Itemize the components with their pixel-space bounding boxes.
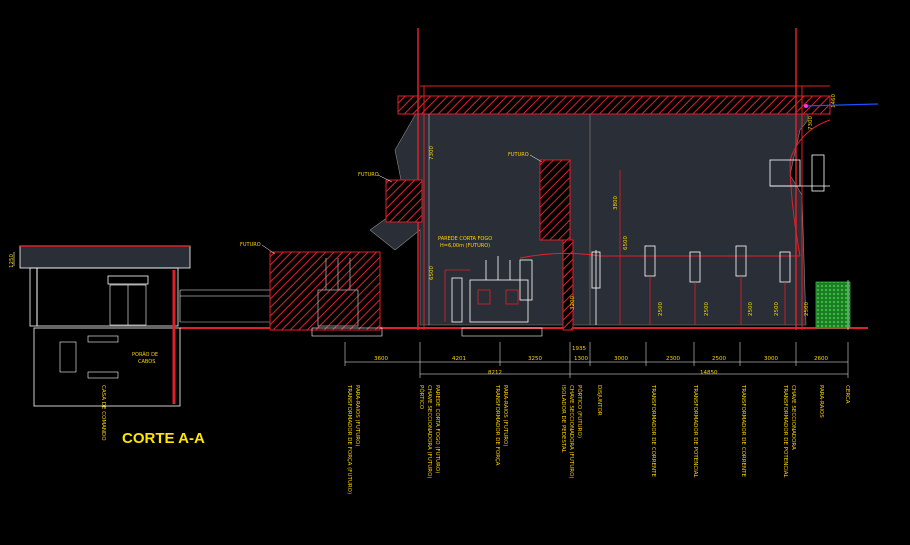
equipment-label: CERCA: [844, 385, 850, 404]
equipment-label: TRANSFORMADOR DE POTENCIAL: [692, 384, 698, 479]
futuro-leader-1: [261, 244, 276, 255]
dim-3600: 3600: [374, 356, 388, 362]
futuro-leader-2: [377, 174, 393, 183]
dimension-lines: [344, 342, 849, 378]
future-switch-center: [539, 159, 571, 241]
dim-4201: 4201: [452, 356, 466, 362]
equipment-label: TRANSFORMADOR DE POTENCIAL: [782, 384, 788, 479]
incoming-line: [803, 103, 879, 107]
dim-2500-c: 2500: [748, 302, 754, 316]
foundation-left: [311, 327, 383, 337]
equipment-label: CASA DE COMANDO: [100, 385, 106, 441]
dim-2500: 2500: [712, 356, 726, 362]
dim-6500-a: 6500: [429, 266, 435, 280]
equipment-label: CHAVE SECCIONADORA (FUTURO): [426, 385, 432, 479]
future-transformer-left: [269, 251, 381, 331]
control-house: [13, 245, 272, 407]
dim-3000-b: 3000: [764, 356, 778, 362]
dim-2300: 2300: [666, 356, 680, 362]
dim-1460: 1460: [831, 94, 837, 108]
firewall-label-1: PAREDE CORTA FOGO: [438, 236, 492, 242]
equipment-label: PÓRTICO (FUTURO): [576, 385, 583, 438]
dim-3000: 3000: [614, 356, 628, 362]
dim-7300-a: 7300: [429, 146, 435, 160]
dim-2500-d: 2500: [774, 302, 780, 316]
equipment-labels: CASA DE COMANDO TRANSFORMADOR DE FORÇA (F…: [100, 384, 850, 494]
disconnect-switch-right: [769, 154, 830, 192]
portico-beam: [397, 95, 831, 115]
dim-14850: 14850: [700, 370, 718, 376]
equipment-label: TRANSFORMADOR DE FORÇA (FUTURO): [346, 384, 352, 494]
dim-6500-b: 6500: [623, 236, 629, 250]
equipment-label: CHAVE SECCIONADORA (FUTURO): [568, 385, 574, 479]
firewall-label-2: H=6,00m (FUTURO): [440, 243, 490, 249]
equipment-ct-1: [644, 245, 656, 325]
dim-2500-b: 2500: [704, 302, 710, 316]
dim-1300: 1300: [574, 356, 588, 362]
futuro-leader-3: [529, 154, 543, 163]
equipment-label: CHAVE SECCIONADORA: [790, 385, 796, 450]
dim-2500-e: 2500: [804, 302, 810, 316]
future-switch-portico: [385, 179, 423, 223]
equipment-label: PARA-RAIOS: [818, 385, 824, 418]
equipment-label: DISJUNTOR: [596, 385, 602, 416]
power-transformer: [444, 256, 533, 323]
drawing-title: CORTE A-A: [122, 430, 205, 447]
yard-backdrop: [369, 95, 809, 326]
futuro-label-2: FUTURO: [358, 172, 379, 178]
dim-2600: 2600: [814, 356, 828, 362]
equipment-label: ISOLADOR DE PEDESTAL: [560, 385, 566, 454]
equipment-label: TRANSFORMADOR DE FORÇA: [494, 384, 500, 466]
dim-3250: 3250: [528, 356, 542, 362]
equipment-label: PÓRTICO: [418, 385, 425, 410]
line-terminal: [804, 104, 808, 108]
dim-7300-b: 7300: [808, 116, 814, 130]
dim-8212: 8212: [488, 370, 502, 376]
equipment-label: PARA-RAIOS (FUTURO): [502, 385, 508, 447]
futuro-label-3: FUTURO: [508, 152, 529, 158]
equipment-vt-1: [689, 251, 701, 325]
equipment-label: TRANSFORMADOR DE CORRENTE: [650, 384, 656, 478]
equipment-vt-2: [779, 251, 791, 325]
future-transformer-bushings: [317, 258, 359, 327]
circuit-breaker: [591, 170, 621, 325]
futuro-label-1: FUTURO: [240, 242, 261, 248]
future-post-insulator: [562, 239, 574, 331]
equipment-label: PAREDE CORTA FOGO (FUTURO): [434, 385, 440, 473]
equipment-ct-2: [735, 245, 747, 325]
dim-2500-a: 2500: [658, 302, 664, 316]
fence: [815, 281, 851, 329]
dim-1935: 1935: [572, 346, 586, 352]
equipment-label: PARA-RAIOS (FUTURO): [354, 385, 360, 447]
dim-3800: 3800: [613, 196, 619, 210]
porao-label-1: PORÃO DE: [132, 351, 158, 358]
foundation-transformer: [461, 327, 543, 337]
equipment-label: TRANSFORMADOR DE CORRENTE: [740, 384, 746, 478]
dim-3200: 3200: [570, 296, 576, 310]
porao-label-2: CABOS: [138, 359, 155, 365]
dim-1250: 1250: [9, 254, 15, 268]
